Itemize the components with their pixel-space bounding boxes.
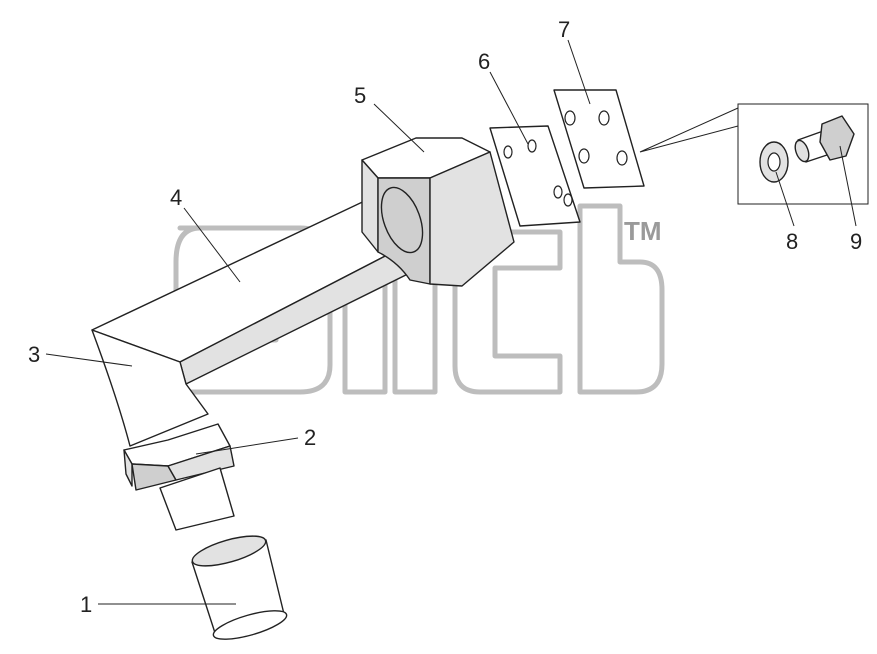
sleeve-bottom-rim — [212, 610, 288, 640]
part-1-sleeve — [191, 535, 288, 640]
nut-left — [123, 449, 133, 487]
bolt-head — [819, 115, 855, 161]
pipe-stub — [159, 467, 235, 531]
callout-4: 4 — [170, 185, 182, 210]
gasket-hole — [503, 145, 513, 159]
leader-7 — [567, 39, 591, 105]
sleeve-top-rim — [191, 535, 267, 567]
flange-hole — [616, 150, 628, 166]
callout-8: 8 — [786, 229, 798, 254]
part-6-gasket — [489, 125, 581, 227]
leader-2 — [195, 437, 299, 455]
leader-4 — [183, 207, 241, 283]
part-7-flange — [553, 89, 645, 189]
part-2-hex-nut — [123, 423, 235, 491]
leader-5 — [373, 103, 425, 153]
hex-bore — [380, 186, 424, 254]
gasket-hole — [527, 139, 537, 153]
callout-5: 5 — [354, 83, 366, 108]
callout-1: 1 — [80, 592, 92, 617]
callout-labels: 1 2 3 4 5 6 7 8 9 — [28, 17, 862, 617]
flange-hole — [578, 148, 590, 164]
part-9-bolt — [794, 115, 855, 163]
flange-hole — [564, 110, 576, 126]
bolt-tip — [794, 139, 810, 163]
washer-hole — [767, 152, 781, 172]
callout-3: 3 — [28, 342, 40, 367]
callout-7: 7 — [558, 17, 570, 42]
leader-3 — [45, 353, 133, 367]
leader-6 — [489, 71, 529, 145]
flange-face — [553, 89, 645, 189]
callout-2: 2 — [304, 425, 316, 450]
hex-right — [429, 151, 515, 287]
watermark-trademark: TM — [624, 216, 662, 246]
watermark-letter-c — [452, 229, 563, 395]
detail-leader — [639, 107, 739, 153]
elbow-front — [91, 329, 209, 447]
watermark-letter-b — [577, 203, 665, 395]
leader-8 — [775, 171, 795, 227]
gasket-hole — [563, 193, 573, 207]
part-5-hex-fitting — [361, 137, 515, 287]
flange-hole — [598, 110, 610, 126]
nut-right — [167, 445, 235, 481]
gasket-hole — [553, 185, 563, 199]
part-3-elbow — [91, 329, 209, 447]
callout-6: 6 — [478, 49, 490, 74]
leader-9 — [839, 145, 857, 227]
stub-body — [159, 467, 235, 531]
leader-lines — [45, 39, 857, 605]
callout-9: 9 — [850, 229, 862, 254]
part-8-washer — [759, 141, 789, 183]
